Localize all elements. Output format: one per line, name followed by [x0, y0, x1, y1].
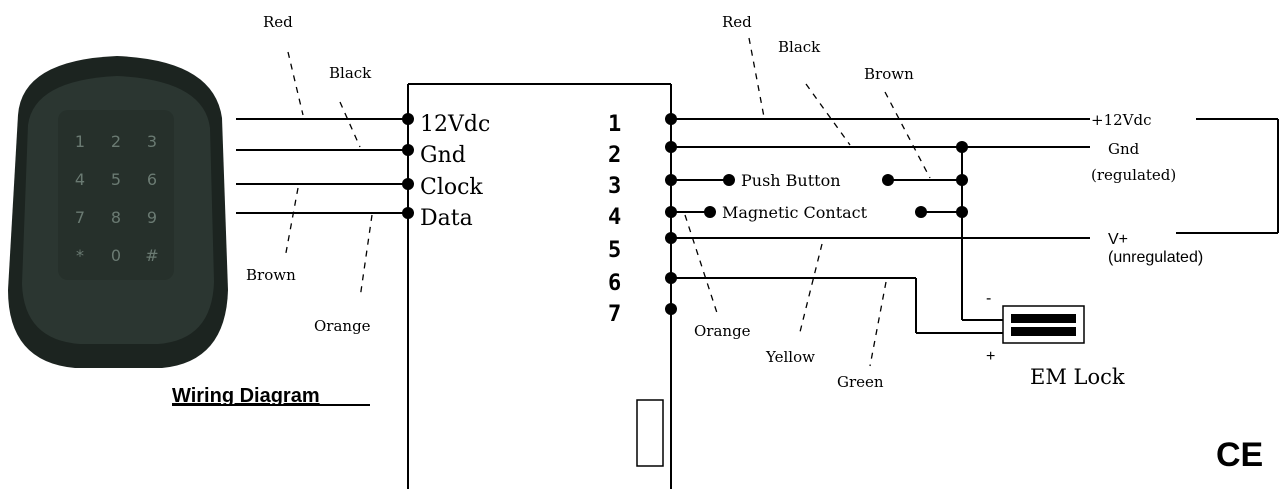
- right-wire-orange-label: Orange: [694, 322, 751, 340]
- keypad-key: *: [76, 246, 84, 265]
- diagram-title: Wiring Diagram: [172, 385, 320, 407]
- terminal-number: 7: [608, 302, 621, 327]
- keypad-key: 6: [147, 170, 157, 189]
- keypad-key: 1: [75, 132, 85, 151]
- keypad-key: 5: [111, 170, 121, 189]
- controller-box: [407, 83, 672, 489]
- terminal-clock: Clock: [420, 175, 483, 200]
- right-wire-black-label: Black: [778, 38, 821, 56]
- terminal-number: 3: [608, 174, 621, 199]
- keypad-key: 0: [111, 246, 121, 265]
- terminal-number: 6: [608, 271, 621, 296]
- right-wire-yellow-label: Yellow: [765, 348, 815, 366]
- em-lock-minus: -: [986, 290, 991, 307]
- left-wire-red-label: Red: [263, 13, 293, 31]
- power-unregulated-label: (unregulated): [1108, 249, 1203, 266]
- terminal-number: 4: [608, 205, 621, 230]
- left-wire-orange-label: Orange: [314, 317, 371, 335]
- power-vplus-label: V+: [1108, 231, 1128, 248]
- left-wire-black-label: Black: [329, 64, 372, 82]
- keypad-key: 8: [111, 208, 121, 227]
- right-wire-green-label: Green: [837, 373, 884, 391]
- terminal-number: 2: [608, 143, 621, 168]
- push-button-label: Push Button: [741, 171, 841, 190]
- keypad-key: 3: [147, 132, 157, 151]
- keypad-key: 7: [75, 208, 85, 227]
- terminal-gnd: Gnd: [420, 143, 466, 168]
- keypad-key: #: [145, 246, 158, 265]
- terminal-data: Data: [420, 206, 473, 231]
- left-wire-brown-label: Brown: [246, 266, 296, 284]
- left-wires: [236, 51, 414, 299]
- keypad-key: 2: [111, 132, 121, 151]
- keypad-device: 1 2 3 4 5 6 7 8 9 * 0 #: [0, 56, 234, 371]
- terminal-number: 5: [608, 238, 621, 263]
- keypad-key: 4: [75, 170, 85, 189]
- ce-mark: CE: [1216, 436, 1263, 474]
- power-regulated-label: (regulated): [1091, 166, 1176, 184]
- controller-switch: [636, 399, 664, 467]
- terminal-number: 1: [608, 112, 621, 137]
- power-plus12-label: +12Vdc: [1091, 111, 1152, 129]
- em-lock-plus: +: [986, 348, 995, 365]
- right-wires: [671, 37, 1279, 367]
- em-lock-label: EM Lock: [1030, 365, 1125, 389]
- power-gnd-label: Gnd: [1108, 140, 1140, 158]
- terminal-12vdc: 12Vdc: [420, 112, 490, 137]
- keypad-keys: 1 2 3 4 5 6 7 8 9 * 0 #: [75, 132, 159, 265]
- right-wire-red-label: Red: [722, 13, 752, 31]
- keypad-key: 9: [147, 208, 157, 227]
- em-lock: [1002, 305, 1085, 344]
- right-wire-brown-label: Brown: [864, 65, 914, 83]
- magnetic-contact-label: Magnetic Contact: [722, 203, 868, 222]
